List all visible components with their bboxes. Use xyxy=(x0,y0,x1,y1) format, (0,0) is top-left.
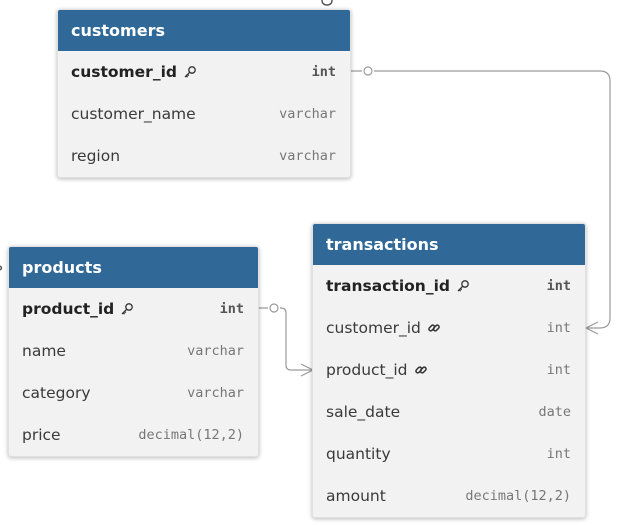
field-type: decimal(12,2) xyxy=(138,427,244,443)
field-row-customer-name[interactable]: customer_name varchar xyxy=(58,93,350,135)
edge-connector-fragment xyxy=(0,265,3,271)
field-name: transaction_id xyxy=(326,277,450,295)
field-name: quantity xyxy=(326,445,391,463)
field-row-category[interactable]: category varchar xyxy=(9,372,258,414)
field-name: product_id xyxy=(22,300,115,318)
field-type: varchar xyxy=(279,148,336,164)
field-name: customer_id xyxy=(326,319,421,337)
transactions-table[interactable]: transactions transaction_id int customer… xyxy=(312,223,586,518)
field-name: sale_date xyxy=(326,403,401,421)
field-name: price xyxy=(22,426,61,444)
link-icon xyxy=(427,321,441,335)
field-name: customer_id xyxy=(71,63,177,81)
field-row-name[interactable]: name varchar xyxy=(9,330,258,372)
field-name: product_id xyxy=(326,361,408,379)
one-cardinality-marker xyxy=(269,303,279,313)
field-type: varchar xyxy=(279,106,336,122)
field-row-transaction-id[interactable]: transaction_id int xyxy=(313,265,585,307)
table-title: transactions xyxy=(313,224,585,265)
key-icon xyxy=(120,302,134,316)
field-type: varchar xyxy=(187,385,244,401)
field-row-sale-date[interactable]: sale_date date xyxy=(313,391,585,433)
field-type: int xyxy=(546,320,571,336)
field-type: int xyxy=(219,301,244,317)
field-row-customer-id[interactable]: customer_id int xyxy=(58,51,350,93)
field-row-amount[interactable]: amount decimal(12,2) xyxy=(313,475,585,517)
field-row-region[interactable]: region varchar xyxy=(58,135,350,177)
field-type: int xyxy=(311,64,336,80)
field-type: varchar xyxy=(187,343,244,359)
table-title: customers xyxy=(58,10,350,51)
products-table[interactable]: products product_id int name varchar c xyxy=(8,246,259,457)
many-cardinality-marker xyxy=(584,321,599,335)
key-icon xyxy=(183,65,197,79)
field-name: amount xyxy=(326,487,386,505)
field-row-quantity[interactable]: quantity int xyxy=(313,433,585,475)
field-type: int xyxy=(546,362,571,378)
field-type: int xyxy=(546,446,571,462)
field-row-customer-id[interactable]: customer_id int xyxy=(313,307,585,349)
key-icon xyxy=(456,279,470,293)
field-type: decimal(12,2) xyxy=(465,488,571,504)
customers-table[interactable]: customers customer_id int customer_name … xyxy=(57,9,351,178)
field-type: int xyxy=(546,278,571,294)
field-type: date xyxy=(538,404,571,420)
table-title: products xyxy=(9,247,258,288)
connector-line xyxy=(258,307,313,371)
field-name: customer_name xyxy=(71,105,196,123)
one-cardinality-marker xyxy=(363,66,373,76)
field-name: category xyxy=(22,384,91,402)
field-row-product-id[interactable]: product_id int xyxy=(313,349,585,391)
edge-connector-fragment xyxy=(321,0,333,6)
relationship-products-transactions xyxy=(258,303,315,377)
field-row-product-id[interactable]: product_id int xyxy=(9,288,258,330)
field-name: name xyxy=(22,342,66,360)
field-row-price[interactable]: price decimal(12,2) xyxy=(9,414,258,456)
link-icon xyxy=(414,363,428,377)
field-name: region xyxy=(71,147,121,165)
